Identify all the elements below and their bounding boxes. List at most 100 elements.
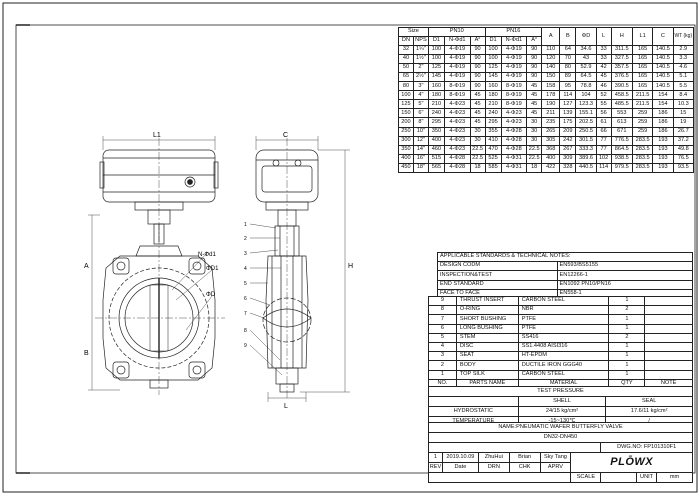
- parts-cell-no: 8: [428, 305, 457, 316]
- dimension-cell: 140.5: [652, 81, 674, 92]
- parts-header-row: NO. PARTS NAME MATERIAL QTY NOTE: [428, 378, 693, 389]
- dimension-cell: 52: [595, 90, 612, 101]
- parts-cell-no: 7: [428, 314, 457, 325]
- dimension-cell: 328: [559, 162, 577, 173]
- dimension-cell: 186: [652, 126, 674, 137]
- dim-header-nd1-pn16: N-Φd1: [500, 36, 528, 47]
- unit-label: UNIT: [636, 472, 658, 483]
- dimension-cell: 295: [484, 117, 502, 128]
- dimension-cell: 211.5: [631, 90, 654, 101]
- dimension-cell: 389.6: [575, 153, 597, 164]
- dimension-cell: 4-Φ31: [500, 153, 528, 164]
- parts-cell-note: [644, 314, 693, 325]
- parts-cell-note: [644, 323, 693, 334]
- drn-label: DRN: [477, 462, 510, 473]
- dim-header-angle-pn10: A°: [469, 36, 486, 47]
- drn-value: ZhuHui: [477, 452, 510, 463]
- dimension-cell: 235: [541, 117, 561, 128]
- valve-body-outline: [102, 255, 216, 381]
- parts-cell-qty: 2: [608, 305, 646, 316]
- dimension-cell: 309: [559, 153, 577, 164]
- parts-cell-name: BODY: [455, 360, 519, 371]
- dimension-cell: 104: [575, 90, 597, 101]
- dimension-cell: 4-Φ19: [443, 63, 471, 74]
- dimension-cell: 458.5: [610, 90, 633, 101]
- dimension-cell: 585: [484, 162, 502, 173]
- parts-cell-note: [644, 341, 693, 353]
- dimension-cell: 125: [398, 99, 414, 110]
- dimension-cell: 100: [427, 45, 445, 56]
- unit-value: mm: [656, 472, 693, 483]
- notes-label: DESIGN CODM: [437, 261, 558, 272]
- dimension-cell: 8-Φ19: [500, 81, 528, 92]
- dimension-cell: 34.6: [575, 45, 597, 56]
- parts-cell-material: CARBON STEEL: [517, 369, 610, 380]
- dimension-cell: 90: [526, 63, 543, 74]
- chk-value: Brian: [508, 452, 541, 463]
- dimension-cell: 4.6: [672, 63, 695, 74]
- parts-cell-name: THRUST INSERT: [455, 295, 519, 307]
- dimension-cell: 210: [484, 99, 502, 110]
- dimension-cell: 265: [541, 126, 561, 137]
- dimension-cell: 139: [559, 108, 577, 119]
- part-balloons: 1 2 3 4 5 6 7 8 9: [244, 222, 247, 349]
- dimension-cell: 90: [526, 45, 543, 56]
- dimension-cell: 45: [469, 117, 486, 128]
- dimension-cell: 127: [559, 99, 577, 110]
- dimension-cell: 14": [412, 144, 429, 155]
- dimension-cell: 80: [559, 63, 577, 74]
- dimension-cell: 10.3: [672, 99, 695, 110]
- dimension-cell: 125: [427, 63, 445, 74]
- dimension-cell: 460: [427, 144, 445, 155]
- dimension-cell: 4-Φ23: [443, 135, 471, 146]
- dimension-cell: 90: [526, 72, 543, 83]
- dimension-cell: 4-Φ19: [443, 72, 471, 83]
- dimension-cell: 422: [541, 162, 561, 173]
- dimension-cell: 240: [427, 108, 445, 119]
- parts-cell-material: SS416: [517, 332, 610, 343]
- dimension-cell: 210: [427, 99, 445, 110]
- dim-label-d: ΦD: [206, 292, 216, 298]
- dim-label-h: H: [348, 263, 353, 270]
- parts-cell-no: 5: [428, 332, 457, 343]
- dimension-cell: 49.8: [672, 144, 695, 155]
- dim-header-row-2: DN NPS D1 N-Φd1 A° D1 N-Φd1 A°: [398, 36, 694, 47]
- dimension-cell: 613: [610, 117, 633, 128]
- dimension-cell: 333.3: [575, 144, 597, 155]
- dimension-cell: 190: [541, 99, 561, 110]
- dim-header-h: H: [610, 26, 633, 47]
- notes-label: END STANDARD: [437, 279, 558, 290]
- dimension-cell: 165: [631, 81, 654, 92]
- parts-cell-qty: 1: [608, 295, 646, 307]
- test-pressure-heading: TEST PRESSURE: [428, 386, 693, 397]
- dimension-cell: 52.9: [575, 63, 597, 74]
- dim-header-d1-pn10: D1: [427, 36, 445, 47]
- dimension-cell: 65: [398, 72, 414, 83]
- front-view: [88, 136, 225, 395]
- dimension-cell: 90: [469, 72, 486, 83]
- dimension-cell: 145: [427, 72, 445, 83]
- dimension-cell: 4-Φ19: [500, 63, 528, 74]
- parts-cell-material: SS1.4408 AISI316: [517, 341, 610, 353]
- dimension-cell: 283.5: [631, 135, 654, 146]
- dimension-cell: 2.9: [672, 45, 695, 56]
- dimension-cell: 186: [652, 108, 674, 119]
- test-pressure-table: TEST PRESSURE SHELL SEAL HYDROSTATIC 24/…: [428, 386, 693, 427]
- dimension-cell: 553: [610, 108, 633, 119]
- dwg-number: DWG.NO: FP101310F1: [600, 442, 693, 453]
- parts-cell-note: [644, 360, 693, 371]
- notes-value: EN1092 PN10/PN16: [556, 279, 694, 290]
- dimension-cell: 400: [541, 153, 561, 164]
- parts-cell-no: 1: [428, 369, 457, 380]
- dimension-cell: 4-Φ28: [500, 144, 528, 155]
- dimension-cell: 90: [526, 54, 543, 65]
